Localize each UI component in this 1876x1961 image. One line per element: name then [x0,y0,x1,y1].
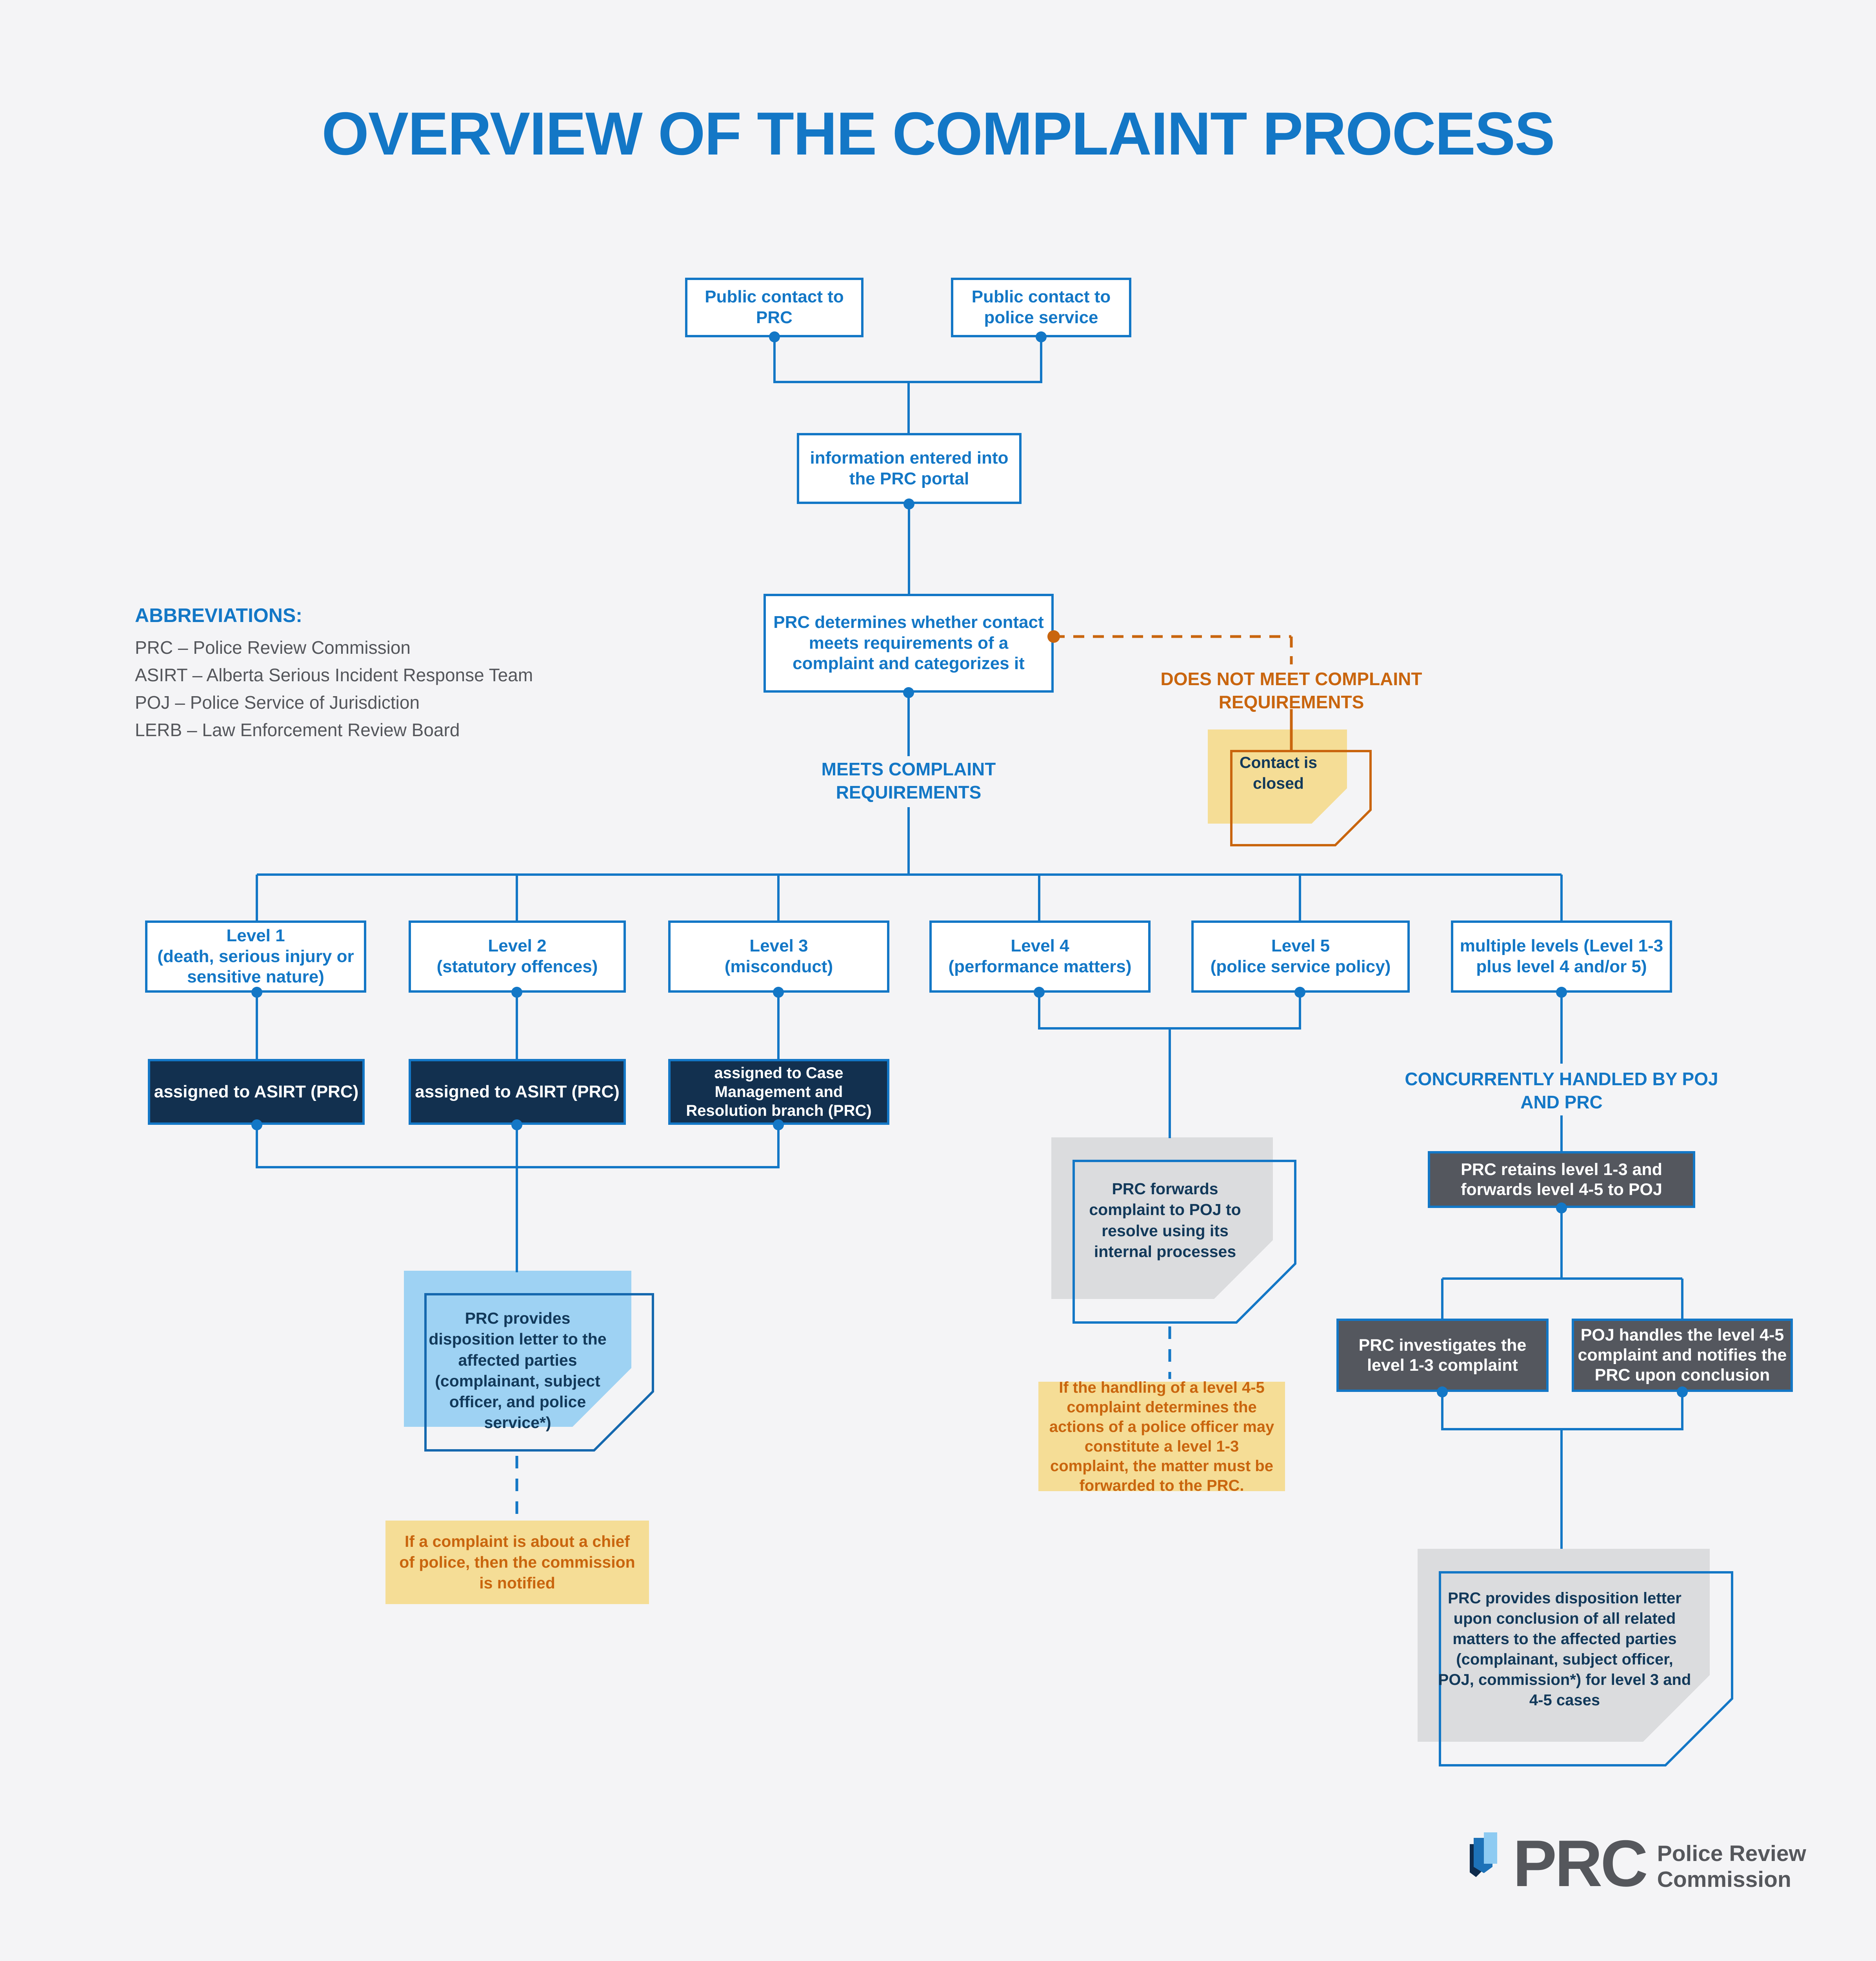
note-outline [1230,750,1372,846]
node-assigned-asirt-2: assigned to ASIRT (PRC) [409,1059,626,1125]
note-contact-closed: Contact is closed [1208,729,1372,847]
note-level-45-handling: If the handling of a level 4-5 complaint… [1038,1379,1285,1494]
prc-logo-tagline: Police Review Commission [1657,1841,1806,1892]
note-fill [404,1271,631,1427]
level-name: Level 1 [226,926,285,945]
note-outline [424,1293,654,1452]
level-name: Level 4 [1011,936,1069,956]
level-desc: (misconduct) [724,957,833,976]
node-level-4: Level 4 (performance matters) [929,920,1151,993]
abbreviation-item: POJ – Police Service of Jurisdiction [135,692,420,713]
node-multiple-levels: multiple levels (Level 1-3 plus level 4 … [1451,920,1672,993]
note-final-disposition: PRC provides disposition letter upon con… [1418,1549,1733,1766]
abbreviations-block: ABBREVIATIONS: PRC – Police Review Commi… [135,604,684,747]
level-desc: (death, serious injury or sensitive natu… [157,946,354,987]
label-concurrently-handled: CONCURRENTLY HANDLED BY POJ AND PRC [1405,1069,1718,1112]
note-final-disposition-text: PRC provides disposition letter upon con… [1438,1590,1691,1709]
node-assigned-case-management: assigned to Case Management and Resoluti… [668,1059,889,1125]
abbreviation-item: PRC – Police Review Commission [135,637,411,658]
node-level-5: Level 5 (police service policy) [1191,920,1410,993]
node-level-1: Level 1 (death, serious injury or sensit… [145,920,366,993]
abbreviations-heading: ABBREVIATIONS: [135,604,302,626]
note-outline [1439,1571,1733,1766]
level-desc: (police service policy) [1210,957,1391,976]
note-fill [1418,1549,1710,1742]
note-outline [1073,1160,1296,1324]
note-contact-closed-text: Contact is closed [1239,753,1318,793]
note-fill [1051,1137,1273,1299]
node-public-contact-prc: Public contact to PRC [685,278,863,337]
level-name: Level 5 [1271,936,1330,956]
node-assigned-asirt-1: assigned to ASIRT (PRC) [148,1059,365,1125]
level-desc: (statutory offences) [436,957,598,976]
node-prc-investigates: PRC investigates the level 1-3 complaint [1336,1319,1549,1392]
prc-logo-tagline-line2: Commission [1657,1866,1791,1892]
note-prc-forwards: PRC forwards complaint to POJ to resolve… [1051,1137,1296,1324]
folded-note-shape [404,1271,654,1452]
prc-logo-mark-icon [1470,1832,1497,1877]
node-public-contact-police: Public contact to police service [951,278,1131,337]
folded-note-shape [1051,1137,1296,1324]
label-does-not-meet: DOES NOT MEET COMPLAINT REQUIREMENTS [1160,669,1422,712]
node-prc-retains: PRC retains level 1-3 and forwards level… [1428,1151,1695,1208]
prc-logo: PRC Police Review Commission [1470,1826,1806,1900]
folded-note-shape [1418,1549,1733,1766]
note-disposition-letter-text: PRC provides disposition letter to the a… [429,1309,607,1432]
folded-note-shape [1208,729,1372,846]
level-name: Level 2 [488,936,547,956]
node-level-2: Level 2 (statutory offences) [409,920,626,993]
level-desc: (performance matters) [948,957,1132,976]
abbreviation-item: ASIRT – Alberta Serious Incident Respons… [135,665,533,685]
label-meets-requirements: MEETS COMPLAINT REQUIREMENTS [821,759,996,802]
page-title: OVERVIEW OF THE COMPLAINT PROCESS [322,100,1555,167]
note-prc-forwards-text: PRC forwards complaint to POJ to resolve… [1089,1180,1241,1261]
prc-logo-name: PRC [1513,1826,1648,1900]
node-poj-handles: POJ handles the level 4-5 complaint and … [1572,1319,1793,1392]
note-fill [1208,729,1347,824]
note-disposition-letter: PRC provides disposition letter to the a… [404,1271,654,1452]
abbreviation-item: LERB – Law Enforcement Review Board [135,720,460,740]
node-prc-determines: PRC determines whether contact meets req… [763,594,1054,693]
level-name: Level 3 [749,936,808,956]
note-chief-of-police: If a complaint is about a chief of polic… [385,1521,649,1604]
node-prc-portal: information entered into the PRC portal [797,433,1022,504]
prc-logo-tagline-line1: Police Review [1657,1841,1806,1866]
node-level-3: Level 3 (misconduct) [668,920,889,993]
